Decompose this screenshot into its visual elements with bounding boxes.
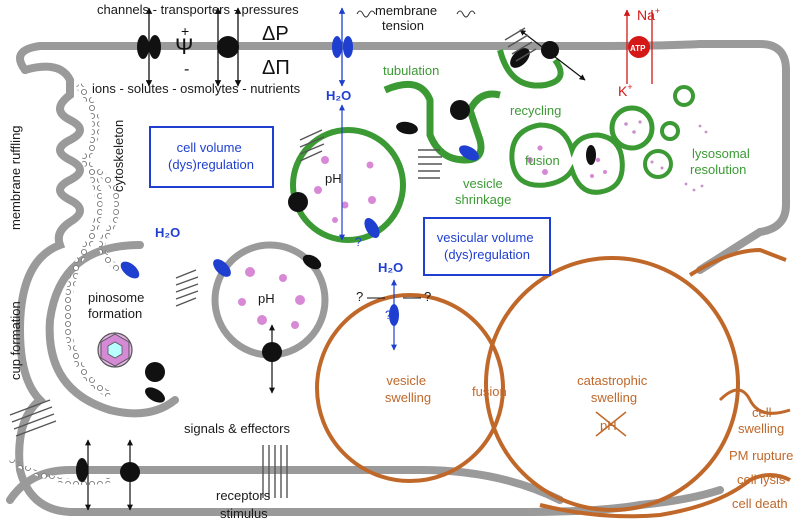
fusion-orange-label: fusion [472,384,507,399]
macropinosome-cluster-icon [97,332,133,368]
pinosome-label: pinosome formation [88,290,148,321]
cytoskeleton-chain-2 [93,167,122,273]
orange-membrane-wave [718,388,791,415]
question-1: ? [356,289,363,304]
stimulus-label: stimulus [220,506,268,521]
delta-p: ΔP [262,23,289,45]
cytoskeleton-chain-3 [8,457,111,485]
orange-outer-edge [688,247,787,277]
fusion-green-label: fusion [525,153,560,168]
psi-symbol: Ψ [175,34,193,59]
cell-volume-box [149,126,274,188]
tension-squiggle-left [356,10,376,18]
receptor-coils [9,27,537,498]
fusion-vesicle [509,122,625,195]
ph-pinosome: pH [258,291,275,306]
catastrophic-label: catastrophic swelling [577,373,651,405]
question-2: ? [424,289,431,304]
ph-vesicle: pH [325,171,342,186]
tension-squiggle-right [456,10,476,18]
question-3: ? [385,308,392,322]
fusion-solutes [527,145,607,178]
question-4: ? [355,235,362,249]
delta-pi: ΔΠ [262,57,290,79]
h2o-right: H₂O [378,260,403,275]
cytoskeleton-label: cytoskeleton [111,120,126,192]
vesicle-swelling-label: vesicle swelling [385,373,431,405]
lysosomal-label: lysosomal resolution [690,146,753,177]
pinosome-solutes [238,267,305,329]
tubulation-vesicle [383,80,501,164]
outcomes-label: cell- swelling PM rupture cell lysis cel… [729,405,797,511]
cell-volume-text: cell volume (dys)regulation [168,140,254,172]
na-label: Na+ [637,6,660,23]
inner-channels [76,100,596,511]
plasma-membrane-left [15,62,724,516]
lysosome-large [609,105,655,151]
vesicle-swelling-circle [315,293,505,483]
plasma-membrane [16,40,790,274]
cup-formation-label: cup formation [8,301,23,380]
top-transporter [214,7,242,87]
central-green-vesicle [290,127,406,243]
atp-label: ATP [630,44,646,53]
psi-minus: - [184,61,189,78]
vesicular-volume-box [423,217,551,276]
catastrophic-swelling-circle [484,256,740,512]
tubulation-label: tubulation [383,63,439,78]
lysosome-solutes [624,120,708,192]
ions-line: ions - solutes - osmolytes - nutrients [92,81,301,96]
orange-bottom-edge [539,473,791,519]
central-vesicle-solutes [314,156,376,223]
membrane-tension-label: membrane tension [375,3,441,33]
lysosome-small [673,85,695,107]
lysosome-mid [660,121,680,141]
top-right-transporters [510,29,586,81]
cytoskeleton-chain [64,82,112,399]
recycling-label: recycling [510,103,561,118]
bottom-membrane [6,466,564,504]
membrane-ruffling-label: membrane ruffling [8,125,23,230]
membrane-tension-line-2: tension [382,18,424,33]
ph-crossed-out: pH [595,411,627,437]
top-aquaporin [332,7,353,87]
receptors-label: receptors [216,488,271,503]
lysosome-lower [643,149,673,179]
h2o-left: H₂O [155,225,180,240]
signals-label: signals & effectors [184,421,290,436]
psi-plus: + [181,23,189,39]
vesicle-shrinkage-label: vesicle shrinkage [455,176,511,207]
k-label: K+ [618,82,633,99]
channels-line: channels - transporters - pressures [97,2,299,17]
h2o-top: H₂O [326,88,351,103]
top-channel [137,7,161,87]
vesicular-volume-text: vesicular volume (dys)regulation [437,230,537,262]
atp-pump [623,9,653,84]
